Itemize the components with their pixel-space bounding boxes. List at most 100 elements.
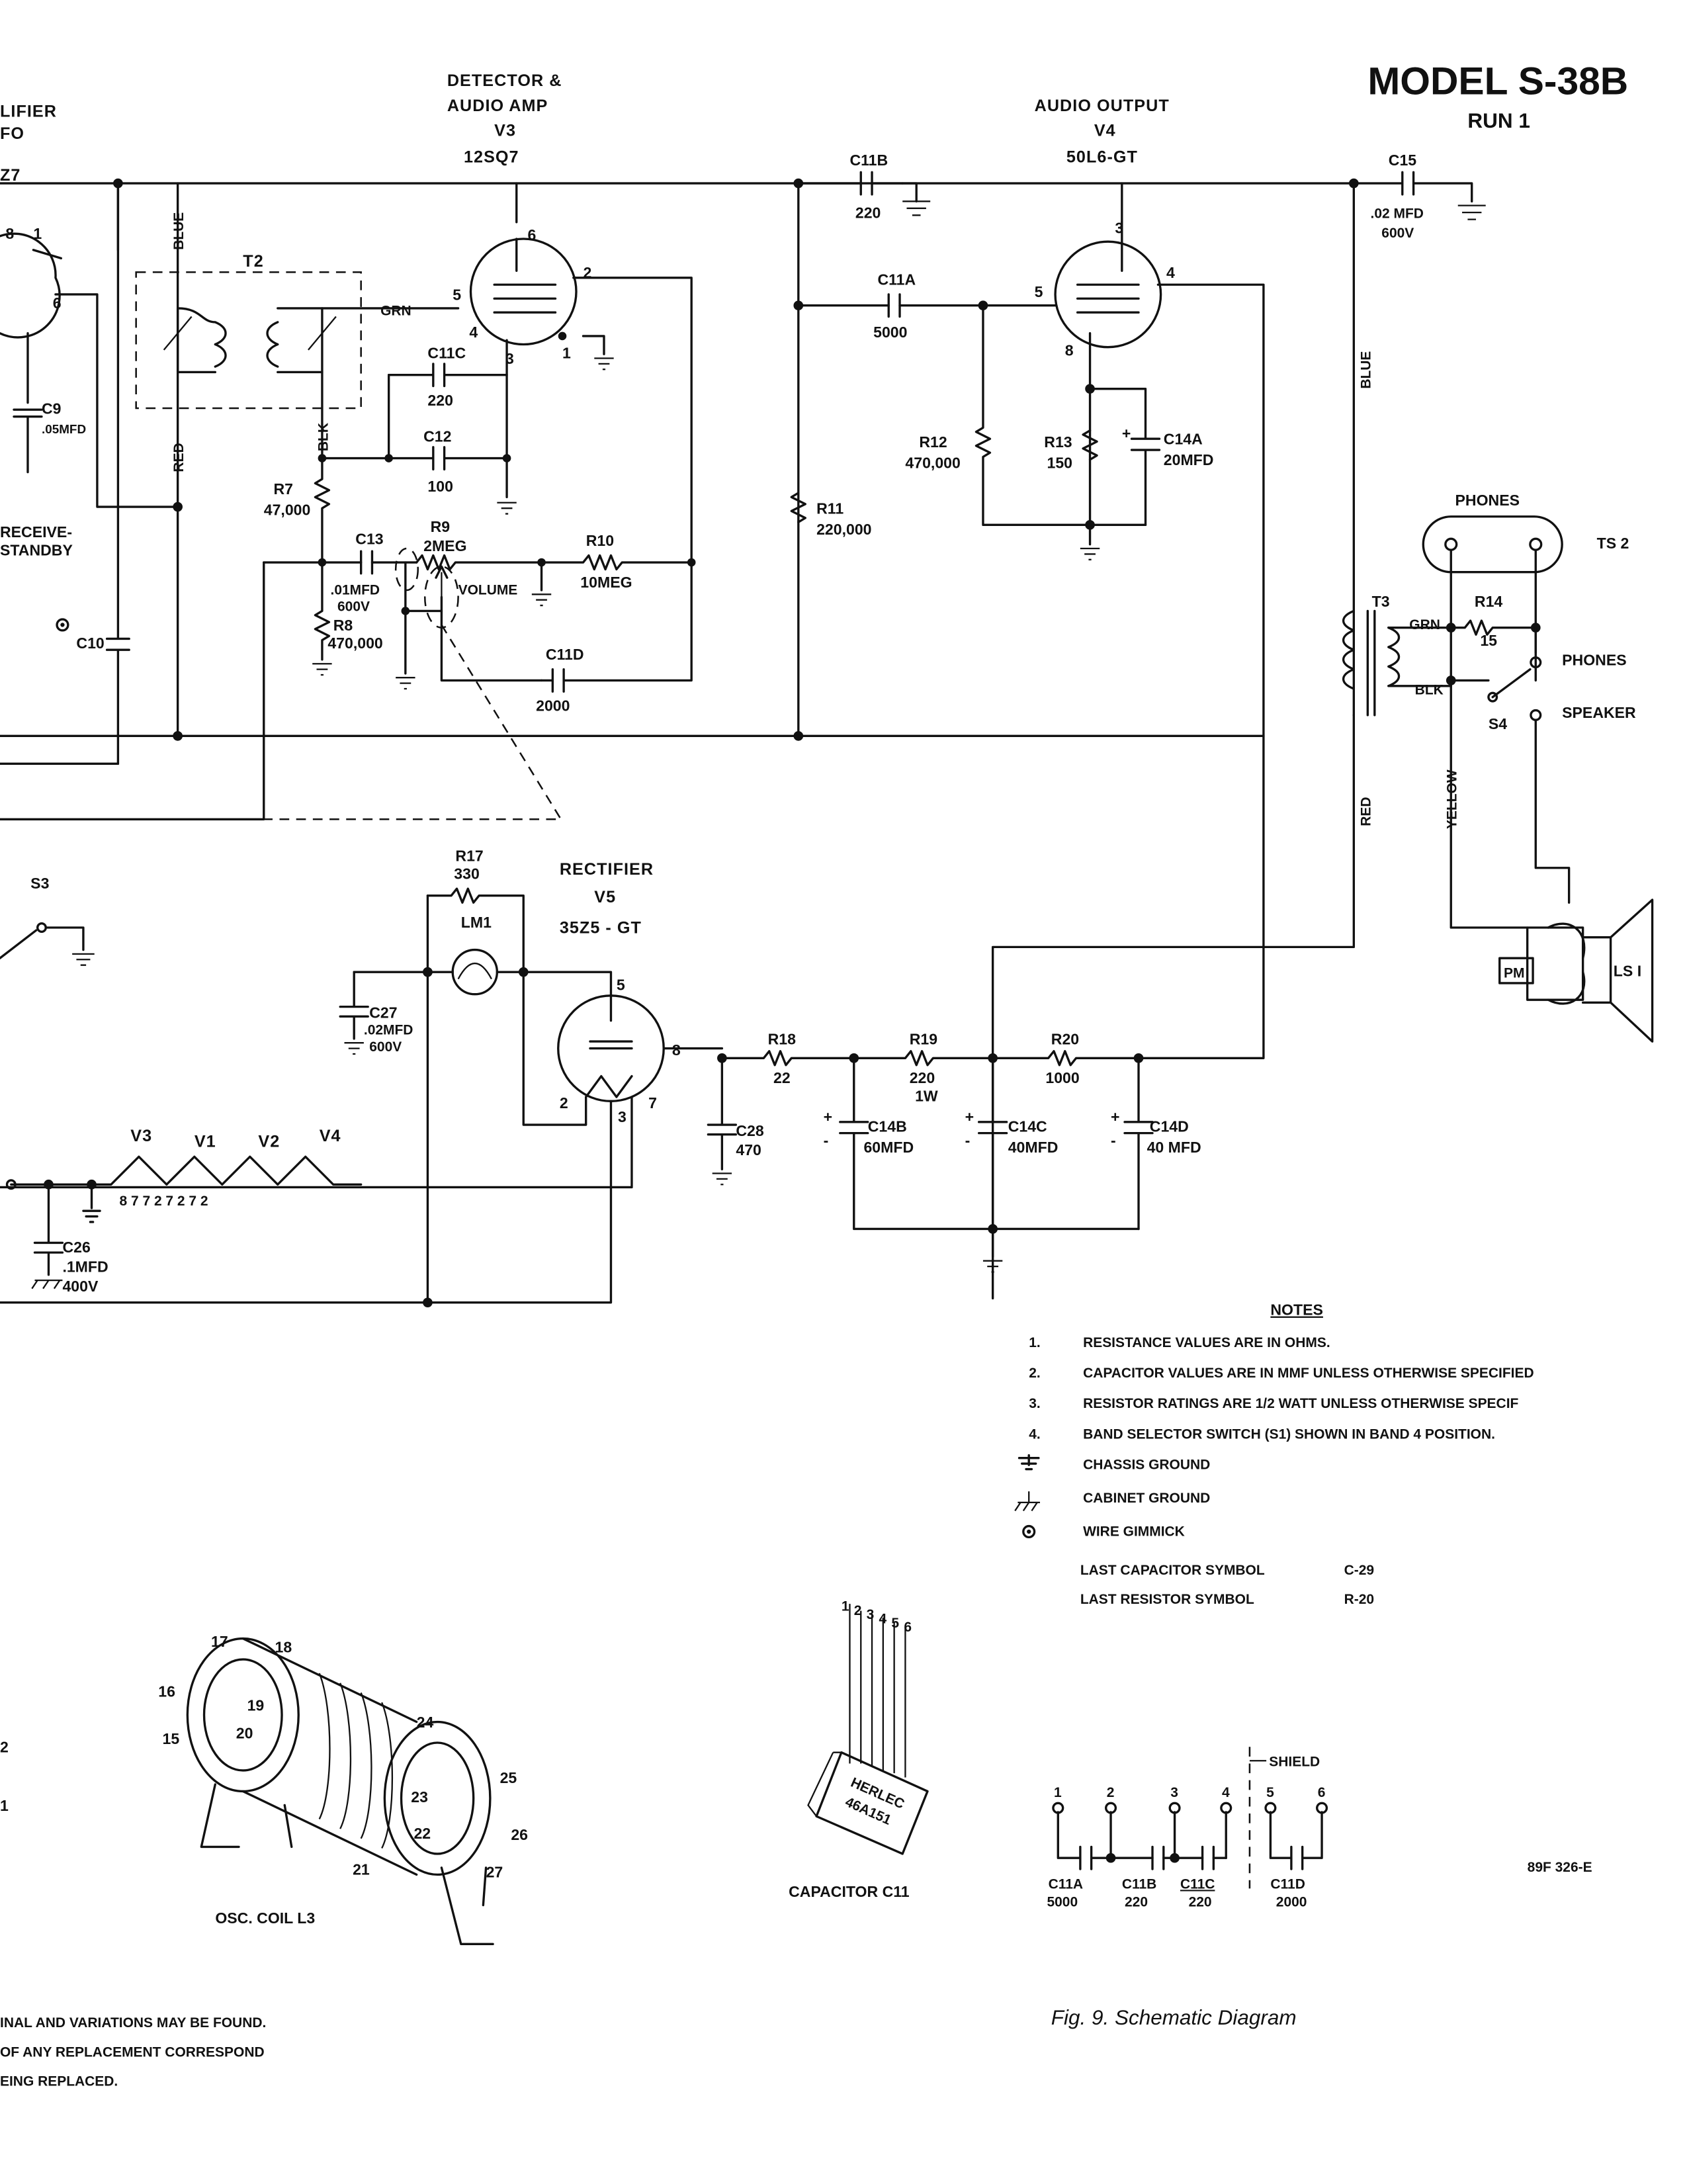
r18-label: R18 <box>768 1030 797 1047</box>
fil-v1: V1 <box>195 1133 216 1151</box>
svg-text:-: - <box>965 1132 971 1149</box>
fil-v2: V2 <box>258 1133 280 1151</box>
rectifier-type: 35Z5 - GT <box>560 918 642 937</box>
phones-title: PHONES <box>1455 492 1520 509</box>
osc-coil-drawing <box>186 1637 494 1945</box>
c13-label: C13 <box>355 531 383 548</box>
t2-label: T2 <box>243 252 263 271</box>
osc-coil-pin: 18 <box>275 1639 292 1656</box>
output-tube: V4 <box>1094 122 1116 140</box>
r19-value: 220 <box>910 1069 935 1086</box>
r20-label: R20 <box>1051 1030 1079 1047</box>
note-number: 3. <box>1029 1396 1040 1411</box>
r11-value: 220,000 <box>816 521 871 538</box>
c11-pin-number: 5 <box>1266 1785 1274 1800</box>
c11d-label: C11D <box>546 646 584 663</box>
notes-list: 1.RESISTANCE VALUES ARE IN OHMS.2.CAPACI… <box>1029 1335 1534 1442</box>
wire-gimmick-note: WIRE GIMMICK <box>1083 1524 1185 1539</box>
last-res-label: LAST RESISTOR SYMBOL <box>1080 1592 1254 1607</box>
c14c-value: 40MFD <box>1008 1139 1059 1156</box>
svg-text:8: 8 <box>672 1041 681 1059</box>
detector-type: 12SQ7 <box>464 148 519 167</box>
c15-label: C15 <box>1389 152 1417 169</box>
t2-shield <box>135 271 362 410</box>
c11-pin-number: 2 <box>1107 1785 1115 1800</box>
wire-grn: GRN <box>380 303 411 318</box>
model-title: MODEL S-38B <box>1367 60 1628 103</box>
osc-coil-pin: 26 <box>511 1826 528 1843</box>
pack-pin-label: 2 <box>854 1603 862 1618</box>
r7-value: 47,000 <box>264 502 311 519</box>
c11a-label: C11A <box>877 271 916 288</box>
r19-label: R19 <box>910 1030 937 1047</box>
phones-pos: PHONES <box>1562 651 1626 668</box>
note-number: 4. <box>1029 1426 1040 1442</box>
left-partial-label: FO <box>0 124 24 143</box>
chassis-ground-note: CHASSIS GROUND <box>1083 1458 1210 1473</box>
run-label: RUN 1 <box>1467 109 1530 132</box>
v3-tube <box>469 238 578 346</box>
c28-value: 470 <box>736 1141 761 1158</box>
speaker-ls1 <box>1609 898 1654 1043</box>
wire-blue-2: BLUE <box>1359 351 1374 389</box>
last-cap-value: C-29 <box>1344 1563 1374 1578</box>
pack-c11d-val: 2000 <box>1276 1895 1307 1910</box>
r13-label: R13 <box>1044 433 1072 451</box>
r17-label: R17 <box>455 847 483 864</box>
lm1-label: LM1 <box>461 914 492 931</box>
c14c-label: C14C <box>1008 1118 1047 1135</box>
capacitor-pack-drawing <box>807 1604 929 1855</box>
c14d-value: 40 MFD <box>1147 1139 1201 1156</box>
svg-text:7: 7 <box>648 1094 657 1112</box>
osc-coil-pin: 21 <box>353 1860 370 1878</box>
svg-text:+: + <box>1111 1108 1119 1125</box>
cabinet-ground-note: CABINET GROUND <box>1083 1491 1210 1506</box>
c9-label: C9 <box>42 400 62 417</box>
svg-text:-: - <box>824 1132 829 1149</box>
svg-text:5: 5 <box>453 286 461 303</box>
detector-label: DETECTOR & <box>447 71 562 90</box>
c14a-label: C14A <box>1164 431 1203 448</box>
detector-label: AUDIO AMP <box>447 97 548 115</box>
output-label: AUDIO OUTPUT <box>1035 97 1170 115</box>
c13-value: 600V <box>337 599 370 614</box>
svg-text:1: 1 <box>562 344 571 361</box>
pack-pin-label: 4 <box>879 1611 887 1626</box>
r11-label: R11 <box>816 500 844 517</box>
c11b-value: 220 <box>855 204 881 222</box>
svg-text:5: 5 <box>1035 283 1043 300</box>
r17-value: 330 <box>454 865 480 883</box>
c27-value: .02MFD <box>364 1023 413 1038</box>
rectifier-label: RECTIFIER <box>560 860 654 879</box>
wire-grn-2: GRN <box>1409 617 1440 633</box>
c26-value: 400V <box>62 1278 99 1295</box>
b-plus-rail <box>797 182 1123 224</box>
phones-jack <box>1422 515 1563 574</box>
wire-blk: BLK <box>316 423 331 451</box>
r10-value: 10MEG <box>580 574 632 591</box>
osc-coil-pin: 27 <box>486 1864 503 1881</box>
shield-label: SHIELD <box>1269 1755 1320 1770</box>
r8-value: 470,000 <box>327 634 382 652</box>
r10-label: R10 <box>586 532 614 549</box>
svg-text:2: 2 <box>560 1094 568 1112</box>
fil-v4: V4 <box>320 1127 341 1145</box>
ls1-label: LS I <box>1614 962 1641 979</box>
fil-pins: 8 7 7 2 7 2 7 2 <box>119 1194 208 1209</box>
s3-label: S3 <box>30 875 49 892</box>
note-number: 1. <box>1029 1335 1040 1350</box>
notes-title: NOTES <box>1270 1301 1323 1319</box>
note-text: RESISTOR RATINGS ARE 1/2 WATT UNLESS OTH… <box>1083 1396 1518 1411</box>
receive-label: RECEIVE- <box>0 523 72 541</box>
osc-coil-pin: 16 <box>158 1683 175 1700</box>
c14b-value: 60MFD <box>863 1139 914 1156</box>
wire-yellow: YELLOW <box>1445 769 1460 829</box>
c28-label: C28 <box>736 1122 764 1139</box>
c14d-label: C14D <box>1150 1118 1189 1135</box>
osc-coil-pin: 23 <box>411 1788 428 1806</box>
osc-coil-pin: 22 <box>413 1825 431 1842</box>
c27-label: C27 <box>369 1004 397 1021</box>
pack-c11a: C11A <box>1049 1876 1083 1892</box>
